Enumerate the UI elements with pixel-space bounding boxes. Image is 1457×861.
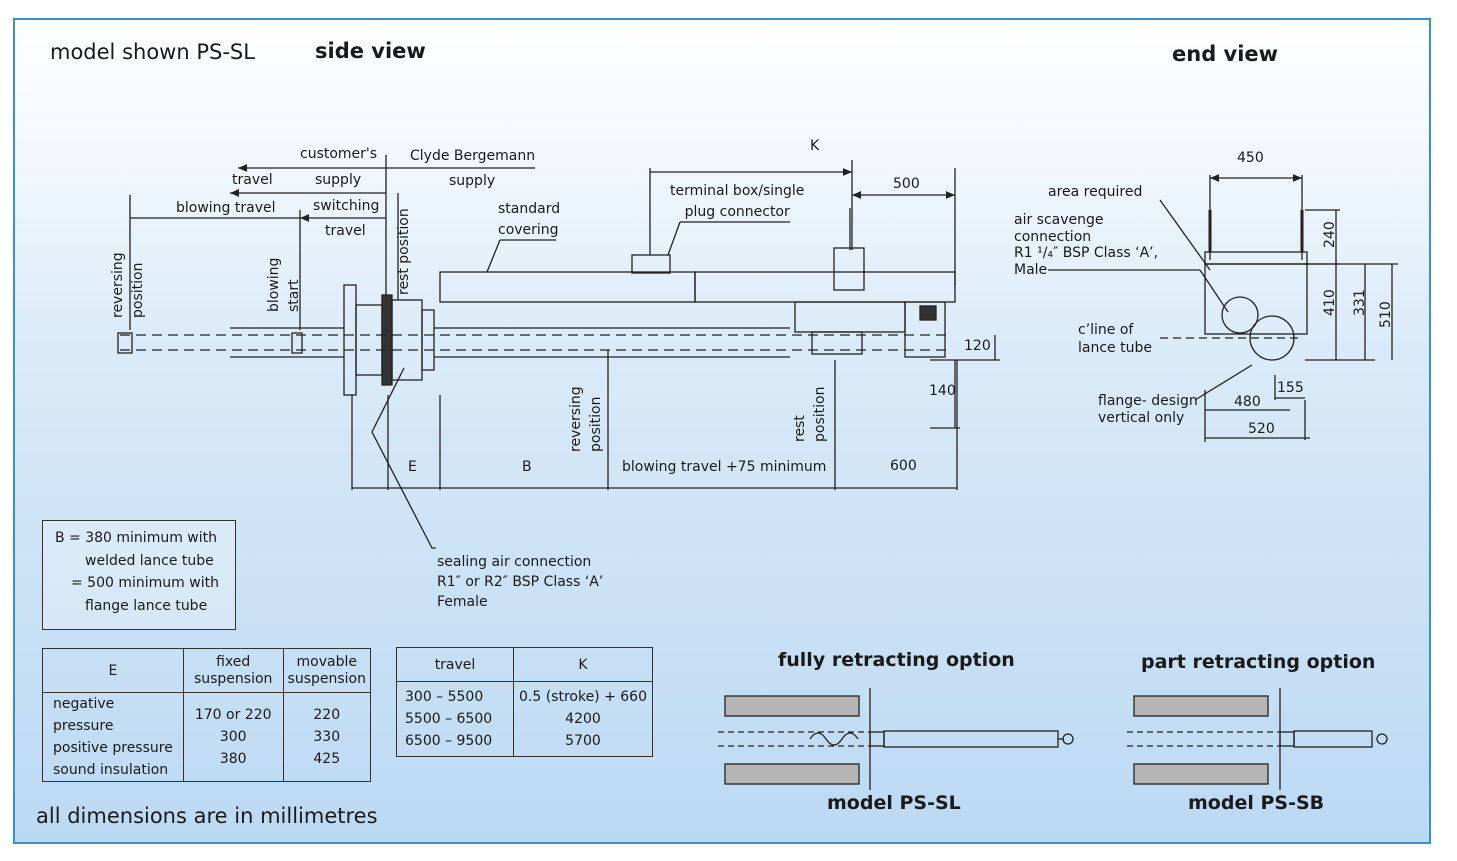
rest-position-top-label: rest position	[396, 208, 412, 295]
terminal-box-label: terminal box/single plug connector	[670, 183, 805, 220]
dim-e-label: E	[408, 459, 417, 475]
k-label: K	[810, 138, 820, 154]
e-table-fixed-values: 170 or 220 300 380	[182, 692, 284, 782]
e-table-header-row: E fixed suspension movable suspension	[42, 648, 372, 693]
sealing-air-label: sealing air connection R1″ or R2″ BSP Cl…	[437, 554, 604, 610]
dim-410-label: 410	[1322, 289, 1338, 316]
travel-label: travel	[232, 172, 273, 188]
standard-covering-label: standard covering	[498, 201, 561, 238]
b-note-line: welded lance tube	[85, 552, 214, 569]
blowing-start-label: blowing start	[266, 257, 302, 312]
dim-600-label: 600	[890, 458, 917, 474]
dim-450-label: 450	[1237, 150, 1264, 166]
end-view-heading: end view	[1172, 42, 1279, 66]
e-table: E fixed suspension movable suspension ne…	[42, 648, 372, 782]
dim-155-label: 155	[1277, 380, 1304, 396]
b-note-line: = 500 minimum with	[71, 575, 219, 591]
e-table-header: movable suspension	[282, 648, 372, 693]
switching-travel-label: travel	[325, 223, 366, 239]
dim-510-label: 510	[1378, 301, 1394, 328]
blowing-travel-min-label: blowing travel +75 minimum	[622, 459, 827, 475]
b-note-line: flange lance tube	[85, 597, 208, 614]
k-table-k-values: 0.5 (stroke) + 660 4200 5700	[513, 681, 653, 757]
e-table-header: fixed suspension	[182, 648, 284, 693]
b-note-box: B = 380 minimum with welded lance tube =…	[42, 520, 236, 630]
k-table-header: K	[513, 647, 653, 682]
model-ps-sl-label: model PS-SL	[827, 792, 961, 814]
dim-500-label: 500	[893, 176, 920, 192]
e-table-header: E	[42, 648, 184, 693]
model-shown-label: model shown PS-SL	[50, 40, 255, 64]
dimensions-footnote: all dimensions are in millimetres	[36, 804, 378, 828]
customers-label: customer's	[300, 146, 378, 162]
e-table-body-row: negative pressure positive pressure soun…	[42, 692, 372, 782]
dim-140-label: 140	[929, 383, 956, 399]
model-ps-sb-label: model PS-SB	[1188, 792, 1325, 814]
dim-331-label: 331	[1352, 289, 1368, 316]
k-table-body-row: 300 – 5500 5500 – 6500 6500 – 9500 0.5 (…	[396, 681, 653, 757]
clyde-bergemann-label: Clyde Bergemann	[410, 148, 536, 164]
e-table-movable-values: 220 330 425	[282, 692, 372, 782]
dim-b-label: B	[522, 459, 532, 475]
e-table-row-labels: negative pressure positive pressure soun…	[42, 692, 184, 782]
fully-retracting-title: fully retracting option	[778, 649, 1015, 671]
rest-position-right-label: rest position	[792, 386, 828, 442]
k-table-travel-values: 300 – 5500 5500 – 6500 6500 – 9500	[396, 681, 514, 757]
b-note-line: B = 380 minimum with	[55, 530, 217, 546]
flange-design-label: flange- design vertical only	[1098, 393, 1198, 426]
dim-120-label: 120	[964, 338, 991, 354]
dim-240-label: 240	[1322, 221, 1338, 248]
supply-label: supply	[315, 172, 362, 188]
dim-480-label: 480	[1234, 394, 1261, 410]
side-view-heading: side view	[315, 39, 426, 63]
dim-520-label: 520	[1248, 421, 1275, 437]
supply2-label: supply	[449, 173, 496, 189]
air-scavenge-label: air scavenge connection R1 ¹/₄″ BSP Clas…	[1014, 212, 1159, 278]
k-table-header-row: travel K	[396, 647, 653, 682]
switching-label: switching	[313, 198, 380, 214]
reversing-position-mid-label: reversing position	[568, 386, 604, 452]
area-required-label: area required	[1048, 184, 1143, 200]
part-retracting-title: part retracting option	[1141, 651, 1376, 673]
reversing-position-left-label: reversing position	[110, 252, 146, 318]
k-table: travel K 300 – 5500 5500 – 6500 6500 – 9…	[396, 647, 653, 757]
cline-label: c’line of lance tube	[1078, 322, 1152, 356]
blowing-travel-label: blowing travel	[176, 200, 276, 216]
k-table-header: travel	[396, 647, 514, 682]
